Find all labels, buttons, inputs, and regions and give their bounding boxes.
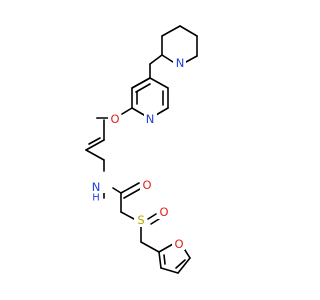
- atom-symbol: N: [176, 56, 185, 70]
- bond: [140, 241, 160, 253]
- bond: [185, 55, 198, 63]
- atom-symbol: N: [146, 112, 155, 126]
- bond: [121, 107, 133, 115]
- bond: [120, 182, 140, 194]
- bond: [112, 187, 122, 194]
- bond: [149, 77, 169, 89]
- atom-symbol: O: [159, 205, 168, 219]
- structure-drawing: N N O N H O S: [85, 25, 198, 274]
- atom-symbol: H: [92, 193, 100, 204]
- bond: [179, 25, 198, 37]
- atom-symbol: O: [110, 112, 119, 126]
- bond: [88, 137, 101, 145]
- bonds-layer: [85, 25, 198, 274]
- atom-symbol: O: [142, 178, 151, 192]
- atom-o-sulfinyl: O: [157, 205, 170, 219]
- bond: [135, 83, 151, 93]
- atom-symbol: N: [92, 180, 101, 194]
- bond: [120, 211, 135, 220]
- atom-n-piperidine: N: [173, 56, 186, 70]
- bond: [155, 107, 169, 116]
- atom-o-ether: O: [108, 112, 121, 126]
- bond: [85, 149, 105, 161]
- atom-symbol: S: [137, 213, 144, 227]
- bond: [158, 251, 162, 269]
- bond: [161, 25, 181, 37]
- atom-nh-amide: N H: [88, 180, 110, 204]
- atom-o-carbonyl: O: [140, 178, 153, 192]
- bond: [158, 243, 174, 253]
- molecule-diagram: N N O N H O S: [85, 25, 198, 274]
- atom-labels-layer: N N O N H O S: [88, 56, 186, 251]
- bond: [163, 254, 166, 265]
- bond: [177, 257, 191, 274]
- bond: [161, 54, 174, 63]
- bond: [123, 188, 141, 199]
- bond: [131, 77, 151, 89]
- atom-symbol: O: [174, 237, 183, 251]
- atom-s-sulfinyl: S: [134, 213, 147, 227]
- bond: [85, 139, 105, 151]
- bond: [147, 213, 157, 220]
- bond: [175, 259, 186, 269]
- bond: [150, 218, 160, 225]
- bond: [160, 267, 179, 274]
- bond: [131, 107, 145, 116]
- atom-o-furan: O: [172, 237, 185, 251]
- bond: [149, 54, 163, 65]
- atom-n-pyridine: N: [144, 112, 157, 126]
